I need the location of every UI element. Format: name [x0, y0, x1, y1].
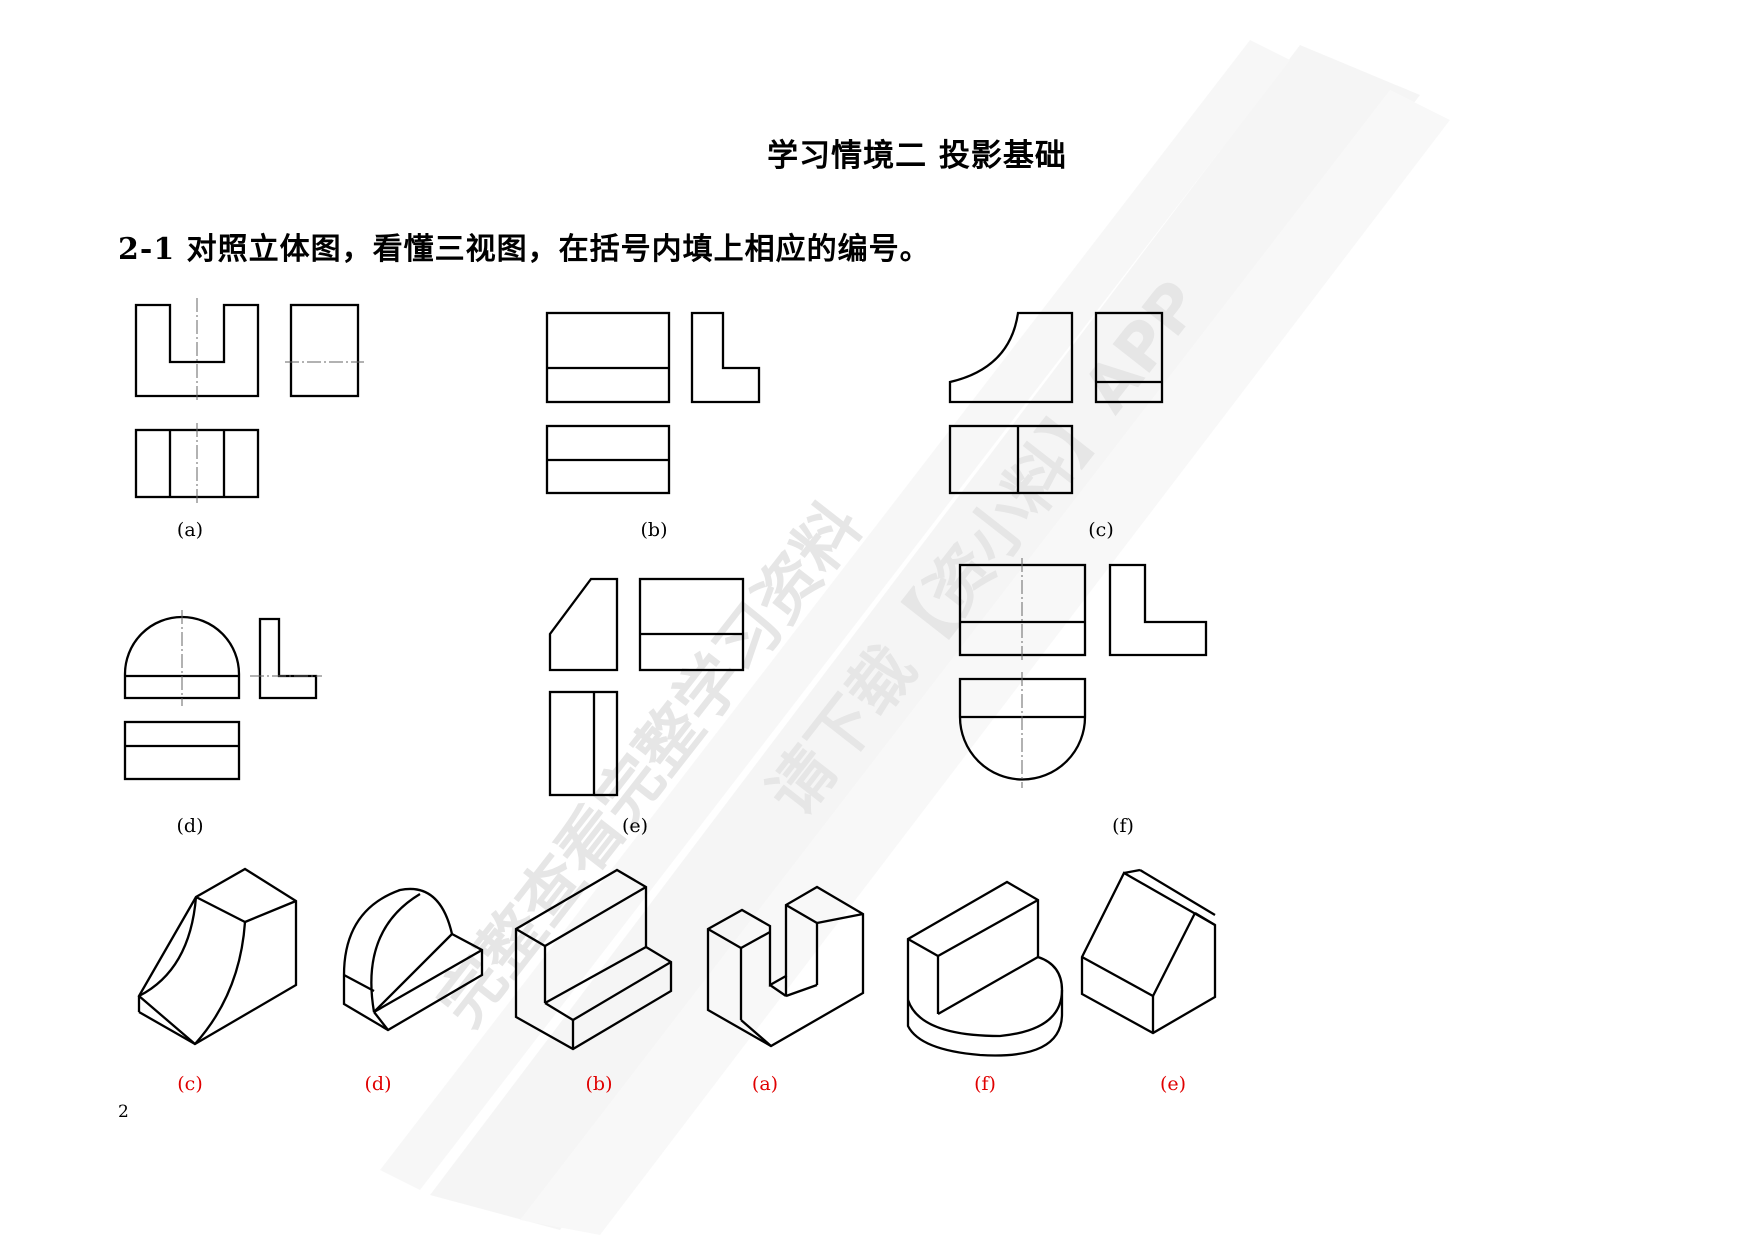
- three-view-a: [134, 298, 364, 504]
- top-view-e: [548, 690, 619, 797]
- view-label-c: (c): [1088, 519, 1114, 541]
- top-view-c: [948, 424, 1074, 495]
- answer-label-2: (d): [364, 1073, 392, 1095]
- three-view-c: [948, 311, 1164, 495]
- answer-label-1: (c): [177, 1073, 203, 1095]
- answer-label-3: (b): [585, 1073, 613, 1095]
- view-label-b: (b): [640, 519, 668, 541]
- view-label-a: (a): [176, 519, 204, 541]
- three-view-d: [123, 610, 322, 781]
- front-view-c: [948, 311, 1074, 404]
- isometric-b: [514, 868, 673, 1051]
- isometric-c: [137, 867, 298, 1046]
- top-view-f: [958, 677, 1087, 781]
- front-view-d: [123, 615, 241, 700]
- three-view-b: [545, 311, 761, 495]
- isometric-d: [342, 887, 484, 1032]
- side-view-b: [690, 311, 761, 404]
- answer-label-4: (a): [751, 1073, 779, 1095]
- answer-label-6: (e): [1159, 1073, 1187, 1095]
- isometric-a: [706, 885, 865, 1048]
- view-label-d: (d): [176, 815, 204, 837]
- side-view-c: [1094, 311, 1164, 404]
- view-label-e: (e): [621, 815, 649, 837]
- front-view-e: [548, 577, 619, 672]
- side-view-a: [289, 303, 360, 398]
- question-text: 2-1 对照立体图，看懂三视图，在括号内填上相应的编号。: [118, 232, 931, 267]
- top-view-d: [123, 720, 241, 781]
- page-title: 学习情境二 投影基础: [767, 138, 1067, 174]
- page-number: 2: [118, 1102, 129, 1122]
- isometric-f: [906, 880, 1064, 1057]
- answer-label-5: (f): [974, 1073, 996, 1095]
- isometric-e: [1080, 868, 1217, 1035]
- view-label-f: (f): [1112, 815, 1134, 837]
- three-view-e: [548, 577, 745, 797]
- side-view-f: [1108, 563, 1208, 657]
- front-view-a: [134, 303, 260, 398]
- side-view-e: [638, 577, 745, 672]
- three-view-f: [958, 558, 1208, 788]
- side-view-d: [258, 617, 318, 700]
- front-view-b: [545, 311, 671, 404]
